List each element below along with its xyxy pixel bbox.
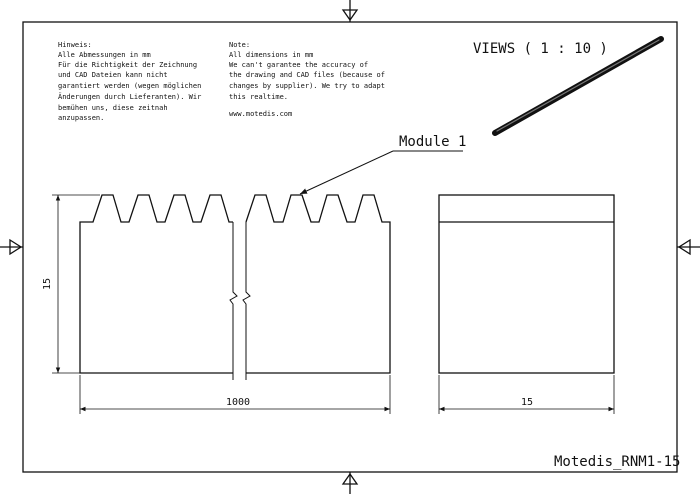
notes-german-line: Für die Richtigkeit der Zeichnung (58, 61, 197, 69)
centering-mark-bottom (341, 472, 359, 494)
module-leader-line (299, 150, 463, 195)
rack-front-view (79, 194, 391, 380)
centering-mark-top (341, 0, 359, 22)
notes-english-line: All dimensions in mm (229, 51, 313, 59)
title-block-text: Motedis_RNM1-15 (554, 454, 680, 470)
notes-english-line: the drawing and CAD files (because of (229, 71, 385, 79)
rack-left-half (79, 194, 233, 374)
notes-german: Hinweis: Alle Abmessungen in mm Für die … (58, 41, 201, 122)
isometric-rack-view (492, 36, 664, 136)
notes-german-line: anzupassen. (58, 114, 104, 122)
centering-mark-left (0, 238, 23, 256)
notes-english-line: changes by supplier). We try to adapt (229, 82, 385, 90)
width-dimension-value: 15 (521, 397, 533, 408)
module-label: Module 1 (399, 134, 466, 150)
website-text: www.motedis.com (229, 110, 292, 118)
break-line-right (242, 222, 251, 380)
notes-german-line: Alle Abmessungen in mm (58, 51, 151, 59)
notes-english-title: Note: (229, 41, 250, 49)
rack-side-view (438, 194, 615, 374)
length-dimension: 1000 (79, 375, 391, 414)
width-dimension: 15 (438, 375, 615, 414)
notes-german-line: bemühen uns, diese zeitnah (58, 104, 168, 112)
notes-german-line: und CAD Dateien kann nicht (58, 71, 168, 79)
rack-right-half (245, 194, 391, 374)
notes-english-line: this realtime. (229, 93, 288, 101)
notes-english-line: We can't garantee the accuracy of (229, 61, 368, 69)
centering-mark-right (677, 238, 700, 256)
notes-english: Note: All dimensions in mm We can't gara… (229, 41, 385, 118)
notes-german-line: Änderungen durch Lieferanten). Wir (58, 92, 201, 101)
break-line-left (229, 222, 238, 380)
notes-german-title: Hinweis: (58, 41, 92, 49)
height-dimension: 15 (42, 194, 100, 374)
height-dimension-value: 15 (42, 278, 53, 290)
length-dimension-value: 1000 (226, 397, 250, 408)
views-scale-label: VIEWS ( 1 : 10 ) (473, 41, 608, 57)
notes-german-line: garantiert werden (wegen möglichen (58, 82, 201, 90)
